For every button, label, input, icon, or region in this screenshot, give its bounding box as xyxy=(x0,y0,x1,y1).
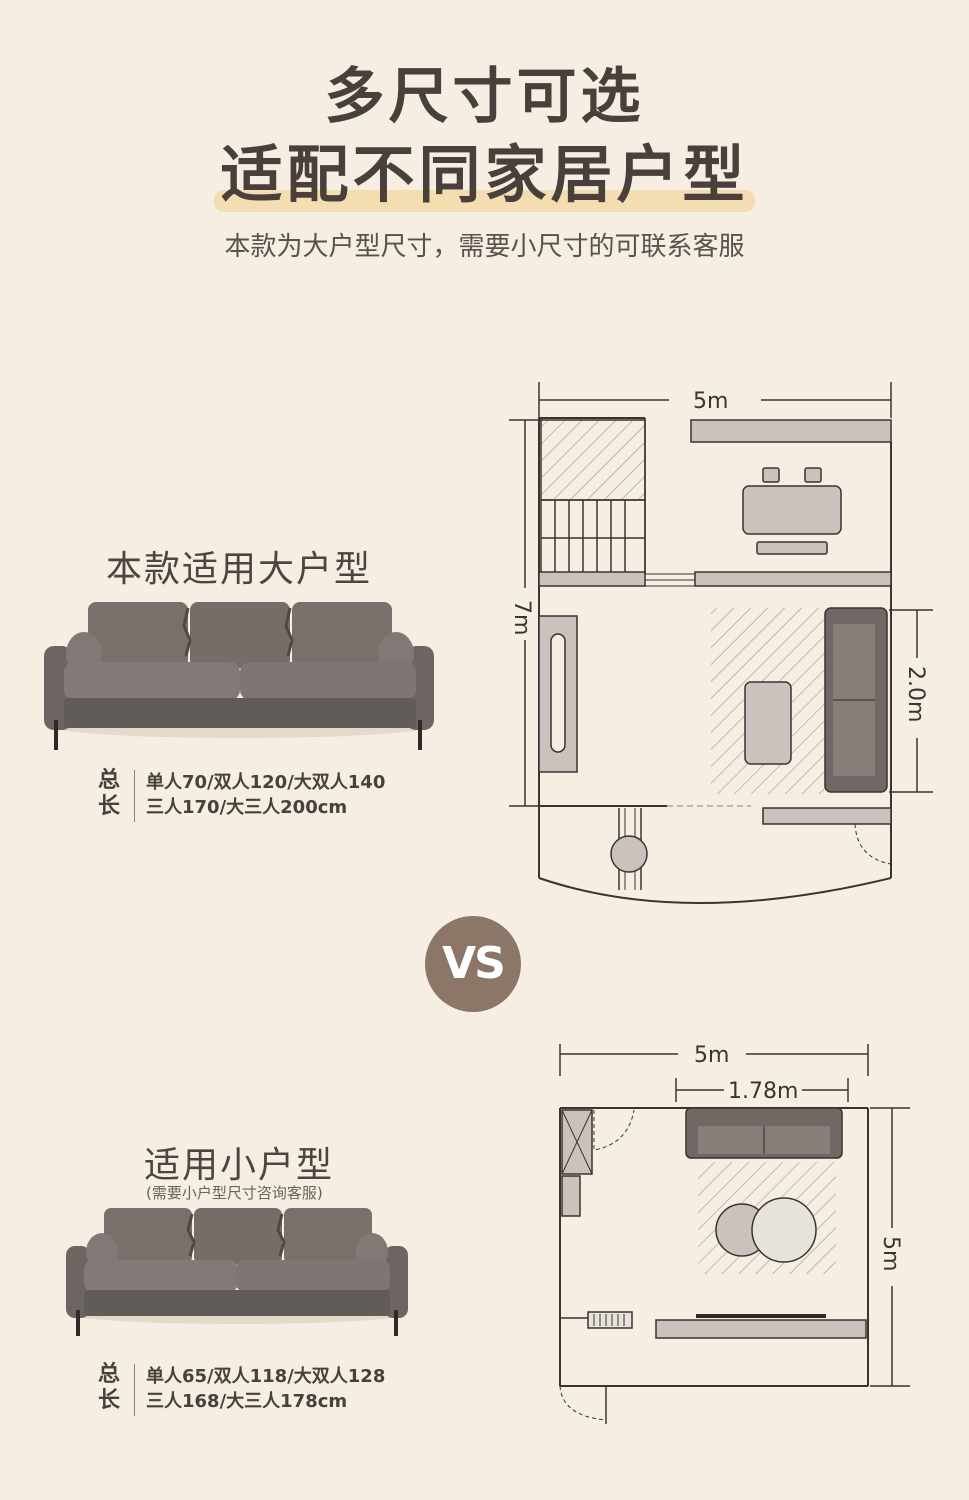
large-sofa-image xyxy=(44,602,434,750)
headline-line-1: 多尺寸可选 xyxy=(324,62,645,132)
headline-line-2: 适配不同家居户型 xyxy=(214,124,755,214)
small-note: (需要小户型尺寸咨询客服) xyxy=(146,1184,323,1202)
small-sizes-line-2: 三人168/大三人178cm xyxy=(146,1391,348,1412)
small-label: 适用小户型 xyxy=(144,1145,335,1186)
large-sizes-line-2: 三人170/大三人200cm xyxy=(146,797,348,818)
small-plan-height-label: 5m xyxy=(878,1236,903,1271)
large-sizes-line-1: 单人70/双人120/大双人140 xyxy=(146,772,386,793)
large-label: 本款适用大户型 xyxy=(106,549,373,590)
small-sizes-line-1: 单人65/双人118/大双人128 xyxy=(146,1366,386,1387)
large-dim-label: 总 长 xyxy=(98,768,120,820)
small-dim-label: 总 长 xyxy=(98,1362,120,1414)
headline-line-2-wrap: 适配不同家居户型 xyxy=(0,124,969,214)
large-plan-sofa-label: 2.0m xyxy=(903,666,928,722)
large-dim-label-1: 总 xyxy=(98,768,121,793)
large-floor-plan: 5m 7m xyxy=(509,382,933,904)
large-plan-width-label: 5m xyxy=(693,389,728,414)
small-sofa-image xyxy=(66,1208,408,1336)
small-dim-label-1: 总 xyxy=(98,1362,121,1387)
headline-line-2-text: 适配不同家居户型 xyxy=(220,138,749,211)
subtitle: 本款为大户型尺寸，需要小尺寸的可联系客服 xyxy=(224,232,745,262)
large-sizes: 单人70/双人120/大双人140 三人170/大三人200cm xyxy=(146,770,385,820)
small-dim-label-2: 长 xyxy=(98,1388,121,1413)
small-sizes: 单人65/双人118/大双人128 三人168/大三人178cm xyxy=(146,1364,385,1414)
small-floor-plan: 5m 1.78m 5m xyxy=(559,1043,910,1424)
large-dim-label-2: 长 xyxy=(98,794,121,819)
vs-badge: VS xyxy=(425,916,521,1012)
headline-highlight xyxy=(214,190,755,212)
small-plan-width-label: 5m xyxy=(694,1043,729,1068)
large-plan-height-label: 7m xyxy=(509,600,534,635)
small-plan-sofa-label: 1.78m xyxy=(728,1079,798,1104)
large-dim-divider xyxy=(134,770,135,822)
small-dim-divider xyxy=(134,1364,135,1416)
